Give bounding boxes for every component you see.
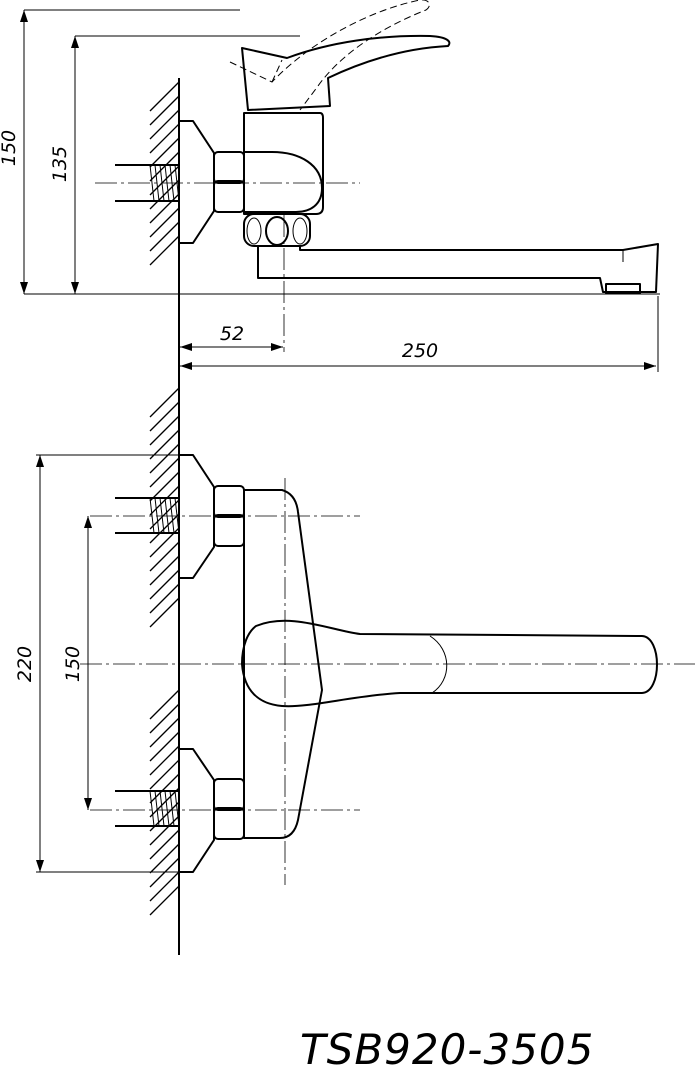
flange-upper [180, 454, 215, 579]
lever-handle [241, 34, 451, 111]
dim-bottom-center-distance-label: 150 [62, 646, 84, 682]
dim-top-height-inner: 135 [49, 35, 300, 294]
mixer-body [243, 112, 324, 215]
aerator [605, 283, 641, 294]
dim-spout-offset: 52 [180, 323, 283, 351]
side-view: 150 135 52 250 [0, 0, 660, 420]
dim-bottom-center-distance: 150 [62, 516, 92, 810]
wall-connection-thread-upper [115, 497, 180, 534]
spout-swivel-nut [243, 213, 311, 247]
union-nut-top [213, 151, 245, 213]
wall-connection-thread-lower [115, 790, 180, 827]
wall-bottom [149, 387, 180, 955]
dim-bottom-height-outer-label: 220 [14, 646, 36, 682]
dim-spout-offset-label: 52 [220, 323, 244, 345]
dim-spout-reach: 250 [180, 296, 659, 372]
flange-top [180, 120, 215, 244]
union-nut-lower [213, 778, 245, 840]
model-code: TSB920-3505 [300, 1025, 594, 1072]
dim-bottom-height-outer: 220 [14, 454, 180, 873]
dim-top-height-inner-label: 135 [49, 146, 71, 182]
lever-handle-front [241, 619, 658, 708]
dim-top-height-outer-label: 150 [0, 130, 20, 166]
mixer-body-front [243, 489, 323, 839]
lever-handle-alt-position [229, 0, 430, 111]
dim-spout-reach-label: 250 [402, 340, 438, 362]
elbow-body [244, 151, 323, 213]
flange-lower [180, 748, 215, 873]
front-view: 220 150 [14, 387, 695, 955]
spout [257, 243, 659, 293]
dim-top-height-outer: 150 [0, 9, 660, 295]
wall-top [149, 78, 180, 420]
